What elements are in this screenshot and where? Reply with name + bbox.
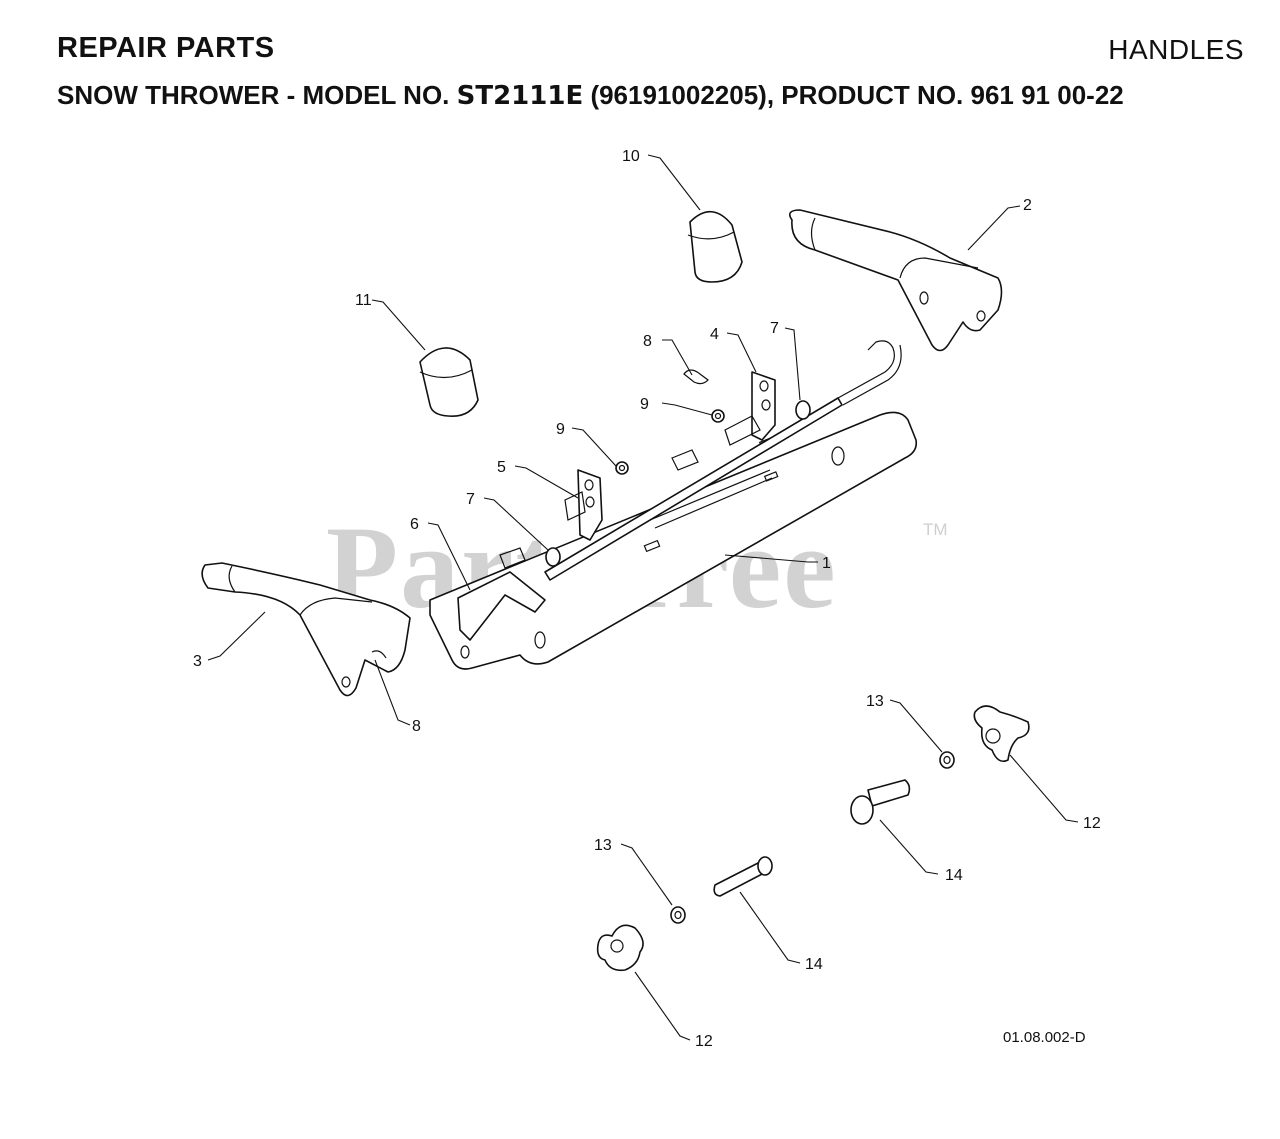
callout-12-lower: 12 (695, 1033, 713, 1050)
callout-1: 1 (822, 555, 831, 572)
part-3-left-handle[interactable] (201, 562, 411, 697)
part-9-bolt-upper[interactable] (711, 409, 725, 423)
part-14-carriage-bolt-lower[interactable] (713, 856, 773, 897)
part-4-upper-bracket[interactable] (724, 371, 776, 446)
part-7-bushing-upper[interactable] (795, 400, 811, 420)
model-number: ST2111E (456, 81, 584, 111)
callout-13-lower: 13 (594, 837, 612, 854)
callout-4: 4 (710, 326, 719, 343)
part-11-knob[interactable] (419, 347, 479, 417)
part-12-star-knob-right[interactable] (973, 705, 1030, 763)
part-7-bushing-lower[interactable] (545, 547, 561, 567)
part-5-lower-bracket[interactable] (564, 469, 603, 541)
part-8-hairpin-clip-upper[interactable] (683, 369, 709, 385)
shaft-rod (544, 340, 902, 581)
callout-8-lower: 8 (412, 718, 421, 735)
callout-14-upper: 14 (945, 867, 963, 884)
leader-lines (207, 154, 1079, 1041)
section-title: HANDLES (1108, 34, 1244, 65)
callout-6: 6 (410, 516, 419, 533)
part-2-right-handle[interactable] (789, 209, 1003, 352)
watermark-trademark: TM (923, 520, 948, 539)
callout-7-upper: 7 (770, 320, 779, 337)
subtitle-prefix: SNOW THROWER - MODEL NO. (57, 80, 457, 110)
callout-5: 5 (497, 459, 506, 476)
part-14-carriage-bolt-upper[interactable] (850, 779, 911, 825)
callout-7-lower: 7 (466, 491, 475, 508)
part-13-nut-upper[interactable] (939, 751, 955, 769)
callout-11: 11 (355, 292, 372, 309)
part-12-star-knob-left[interactable] (596, 924, 644, 972)
callout-9-upper: 9 (640, 396, 649, 413)
subtitle-suffix: (96191002205), PRODUCT NO. 961 91 00-22 (583, 80, 1124, 110)
callout-13-upper: 13 (866, 693, 884, 710)
model-subtitle: SNOW THROWER - MODEL NO. ST2111E (961910… (57, 80, 1124, 111)
part-1-bracket-plate[interactable] (429, 411, 918, 670)
part-13-nut-lower[interactable] (670, 906, 686, 924)
callout-9-lower: 9 (556, 421, 565, 438)
callout-3: 3 (193, 653, 202, 670)
part-6-linkage-bracket[interactable] (457, 449, 699, 641)
part-10-knob[interactable] (687, 210, 743, 283)
callout-10: 10 (622, 148, 640, 165)
callout-14-lower: 14 (805, 956, 823, 973)
page-title: REPAIR PARTS (57, 32, 275, 64)
callout-8-upper: 8 (643, 333, 652, 350)
callout-12-upper: 12 (1083, 815, 1101, 832)
callout-2: 2 (1023, 197, 1032, 214)
part-9-bolt-lower[interactable] (615, 461, 629, 475)
drawing-number: 01.08.002-D (1003, 1029, 1086, 1046)
